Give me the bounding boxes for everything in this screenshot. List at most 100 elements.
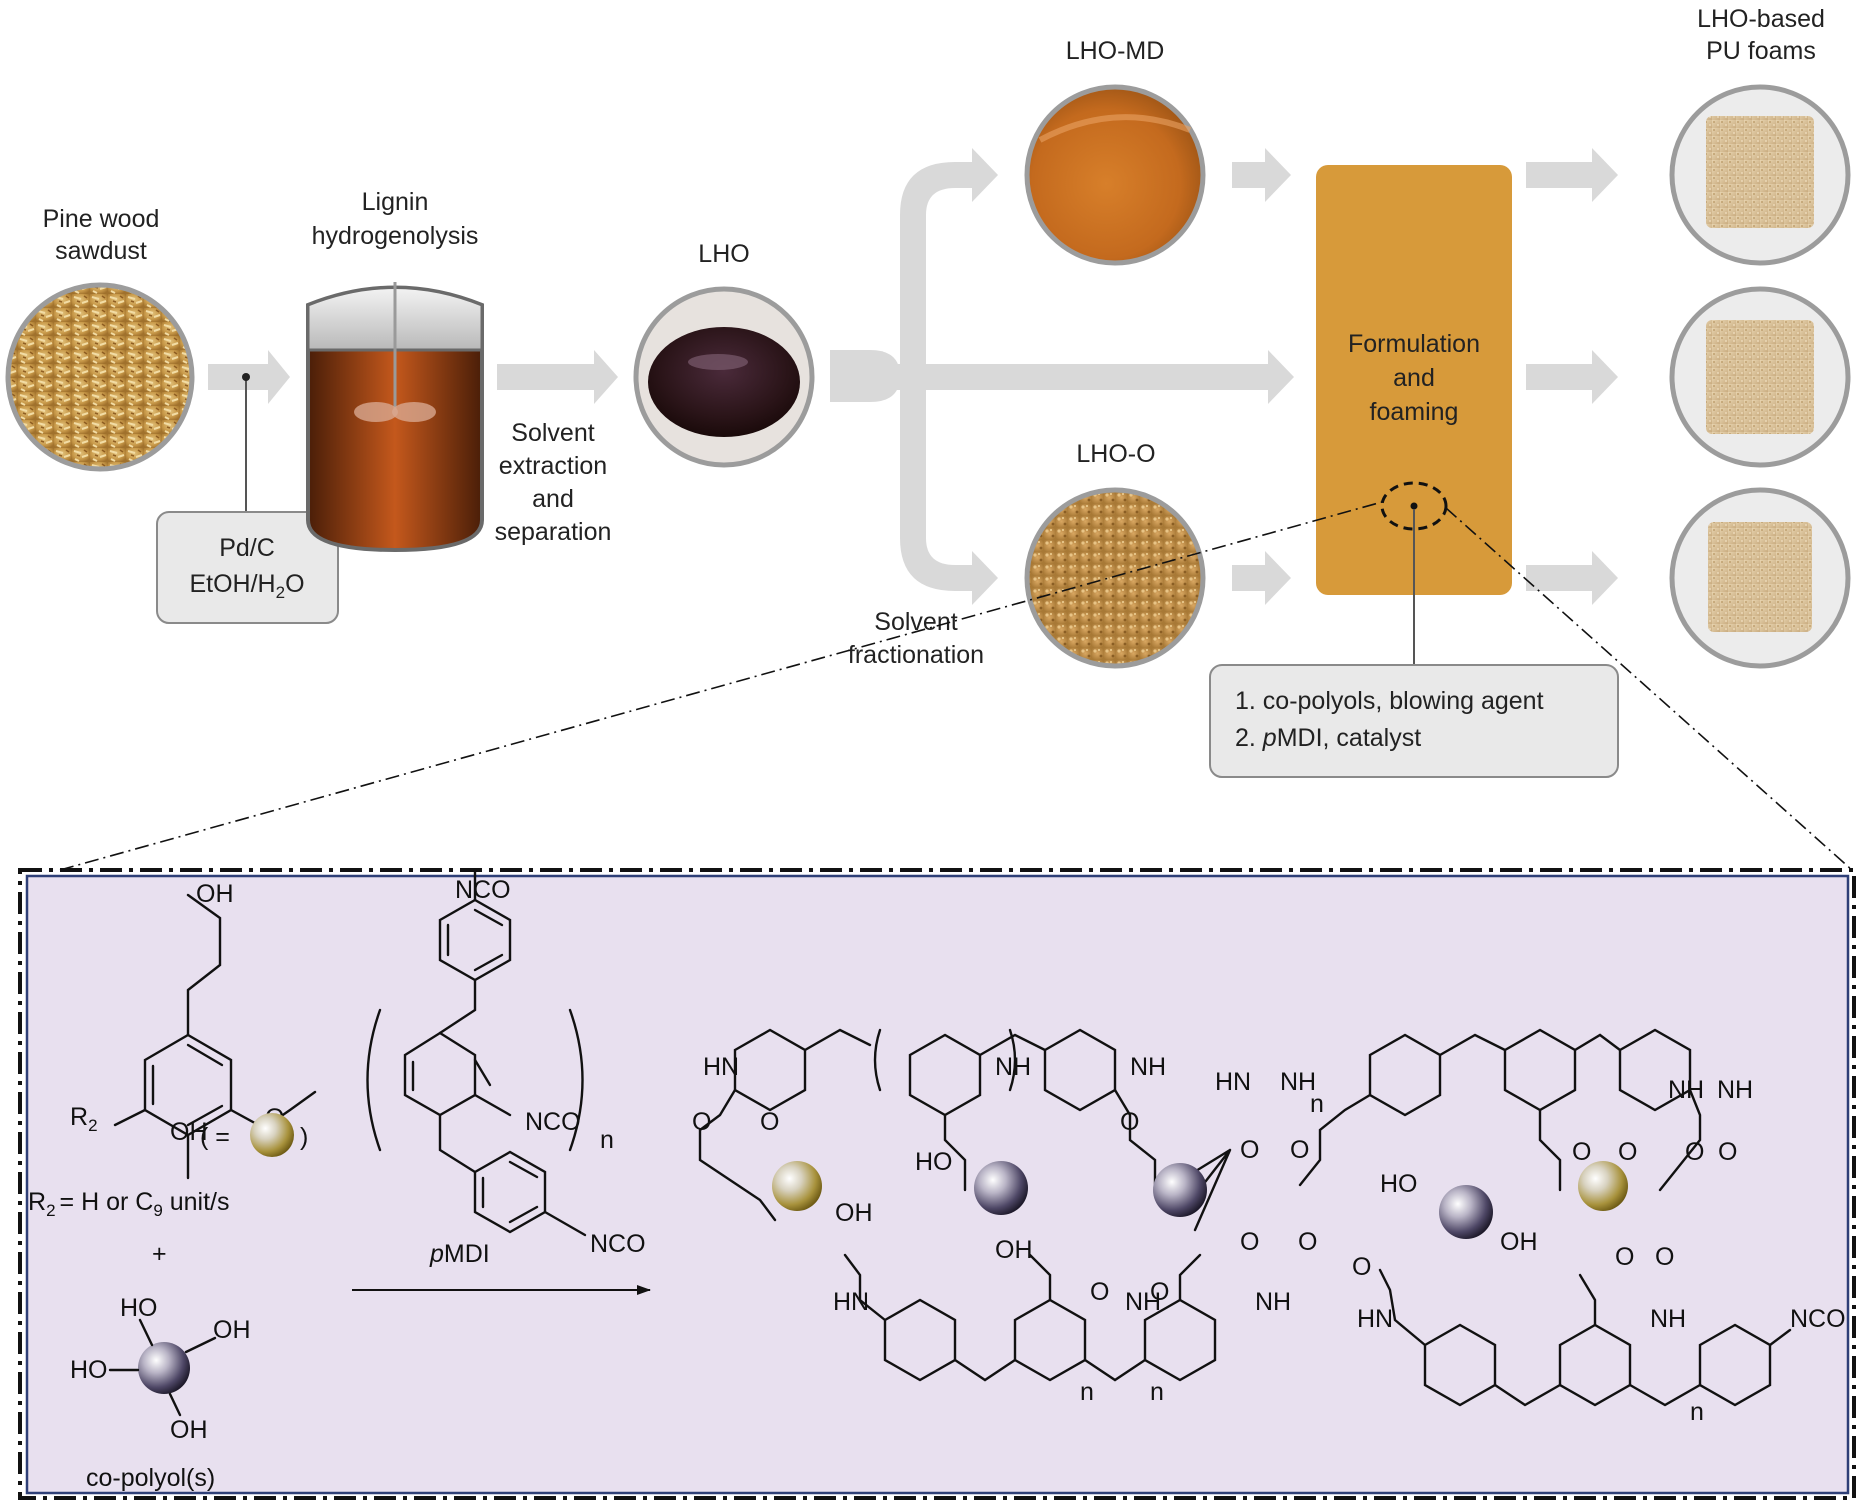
lignin-oh-top: OH: [196, 880, 234, 908]
eq-open: ( =: [200, 1123, 230, 1151]
arrow-form-to-foam-1: [1526, 148, 1618, 202]
network-polyol-sphere-1: [974, 1161, 1028, 1215]
extraction-3: and: [532, 485, 574, 513]
reactor-icon: [306, 282, 484, 553]
formulation-3: foaming: [1370, 398, 1459, 426]
net-nh-6: NH: [1717, 1076, 1753, 1104]
catalyst-dot: [242, 373, 250, 381]
net-nh-7: NH: [1650, 1305, 1686, 1333]
pmdi-label: pMDI: [429, 1240, 490, 1268]
net-n-2: n: [1150, 1378, 1164, 1406]
net-o-11: O: [1618, 1138, 1637, 1166]
net-n-3: n: [1690, 1398, 1704, 1426]
net-n-1: n: [1310, 1090, 1324, 1118]
net-hn-3: HN: [833, 1288, 869, 1316]
lignin-label-2: hydrogenolysis: [312, 222, 479, 250]
foams-label-2: PU foams: [1706, 37, 1816, 65]
net-hn-1: HN: [703, 1053, 739, 1081]
net-ho-2: HO: [1380, 1170, 1418, 1198]
zoom-line-left: [59, 501, 1383, 871]
arrow-reactor-to-lho: [497, 350, 618, 404]
steps-2: 2. pMDI, catalyst: [1235, 724, 1421, 752]
lho-label: LHO: [698, 240, 749, 268]
copolyol-bonds: [108, 1318, 217, 1417]
extraction-4: separation: [495, 518, 612, 546]
lignin-monomer-structure: [113, 893, 317, 1180]
network-lignin-sphere-1: [772, 1161, 822, 1211]
arrow-form-to-foam-3: [1526, 551, 1618, 605]
pmdi-nco-top: NCO: [455, 876, 511, 904]
extraction-2: extraction: [499, 452, 607, 480]
arrow-lhoo-to-form: [1232, 551, 1291, 605]
network-lignin-sphere-2: [1578, 1161, 1628, 1211]
net-oh-2: OH: [995, 1236, 1033, 1264]
lhomd-label: LHO-MD: [1066, 37, 1165, 65]
formulation-box: [1316, 165, 1512, 595]
pine-label-1: Pine wood: [43, 205, 160, 233]
catalyst-line-1: Pd/C: [219, 534, 275, 562]
process-arrows: [208, 148, 1618, 605]
arrow-form-to-foam-2: [1526, 350, 1618, 404]
foam-1: [1669, 84, 1851, 266]
formulation-1: Formulation: [1348, 330, 1480, 358]
copolyol-sphere: [138, 1342, 190, 1394]
net-o-9: O: [1298, 1228, 1317, 1256]
pine-sawdust-image: [5, 282, 195, 472]
eq-close: ): [300, 1123, 308, 1151]
network-polyol-sphere-2: [1153, 1163, 1207, 1217]
foam-3: [1669, 487, 1851, 669]
net-o-1: O: [692, 1108, 711, 1136]
net-nh-3: NH: [1125, 1288, 1161, 1316]
r2-definition: R2= H or C9 unit/s: [28, 1188, 229, 1220]
pmdi-n: n: [600, 1126, 614, 1154]
net-o-12: O: [1685, 1138, 1704, 1166]
net-o-7: O: [1150, 1278, 1169, 1306]
chemistry-panel-frame: [18, 868, 1856, 1500]
copolyol-ho-top: HO: [120, 1294, 158, 1322]
lhoo-image: [1024, 487, 1206, 669]
copolyol-ho-left: HO: [70, 1356, 108, 1384]
net-nh-2: NH: [1130, 1053, 1166, 1081]
arrow-branch-up: [900, 148, 998, 376]
net-oh-1: OH: [835, 1199, 873, 1227]
net-nco: NCO: [1790, 1305, 1846, 1333]
lignin-oh-bottom: OH: [170, 1118, 208, 1146]
pu-network-structure: [698, 1028, 1792, 1407]
chemistry-panel: [25, 874, 1850, 1495]
pmdi-nco-mid: NCO: [525, 1108, 581, 1136]
foams-label-1: LHO-based: [1697, 5, 1825, 33]
arrow-lho-branch: [830, 350, 1294, 404]
lignin-label-1: Lignin: [362, 188, 429, 216]
pine-label-2: sawdust: [55, 237, 147, 265]
arrow-lho-stub: [830, 350, 900, 402]
net-o-10: O: [1572, 1138, 1591, 1166]
net-o-3: O: [1120, 1108, 1139, 1136]
copolyol-oh-right: OH: [213, 1316, 251, 1344]
catalyst-box: [156, 511, 339, 624]
steps-box: [1209, 664, 1619, 778]
net-nh-5: NH: [1668, 1076, 1704, 1104]
copolyol-label: co-polyol(s): [86, 1464, 215, 1492]
pmdi-nco-bottom: NCO: [590, 1230, 646, 1258]
copolyol-oh-bottom: OH: [170, 1416, 208, 1444]
net-o-14: O: [1352, 1253, 1371, 1281]
lignin-r2: R2: [70, 1103, 98, 1135]
net-n-4: n: [1080, 1378, 1094, 1406]
net-o-8: O: [1240, 1228, 1259, 1256]
arrow-lhomd-to-form: [1232, 148, 1291, 202]
net-oh-3: OH: [1500, 1228, 1538, 1256]
lhomd-image: [1024, 84, 1206, 266]
zoom-focus-circle: [1380, 481, 1448, 531]
net-ho-1: HO: [915, 1148, 953, 1176]
net-o-5: O: [1290, 1136, 1309, 1164]
pmdi-structure: [366, 868, 587, 1237]
net-o-2: O: [760, 1108, 779, 1136]
net-o-15: O: [1615, 1243, 1634, 1271]
lhoo-label: LHO-O: [1076, 440, 1155, 468]
net-nh-r1: NH: [1280, 1068, 1316, 1096]
extraction-1: Solvent: [511, 419, 594, 447]
foam-2: [1669, 286, 1851, 468]
net-hn-4: HN: [1357, 1305, 1393, 1333]
lignin-sphere-legend: [250, 1113, 294, 1157]
formulation-2: and: [1393, 364, 1435, 392]
